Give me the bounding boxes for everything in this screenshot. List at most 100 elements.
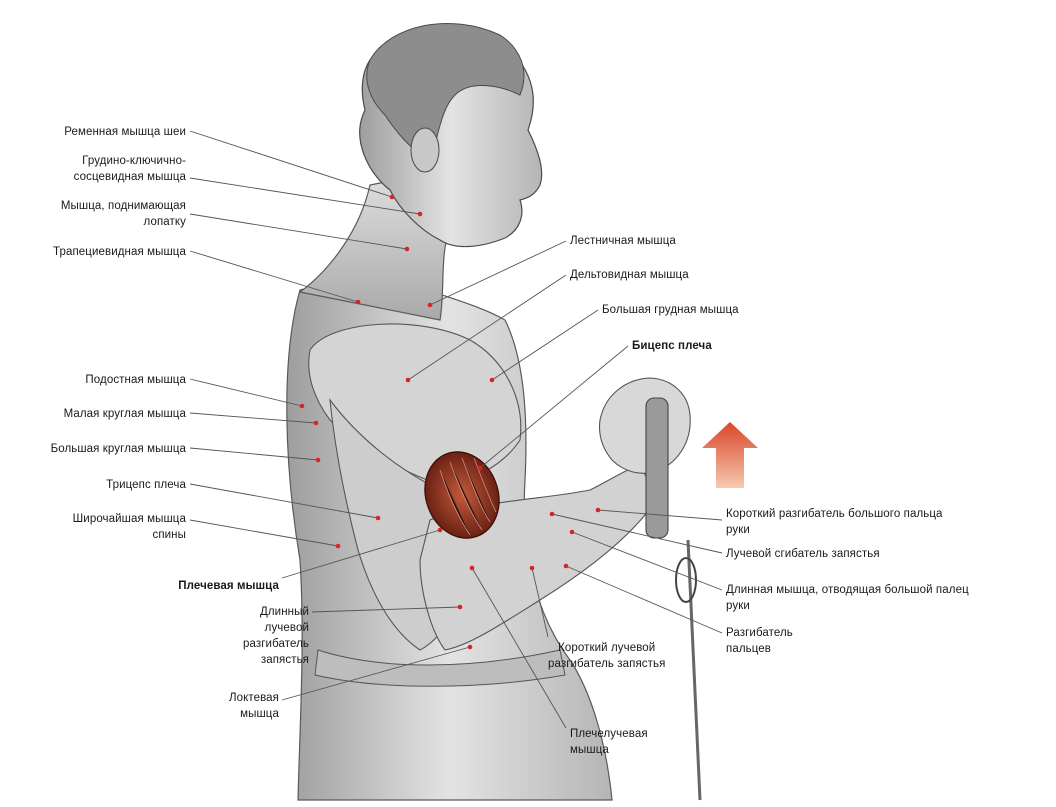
label-brachioradialis: Плечелучевая мышца — [570, 726, 648, 758]
label-deltoid: Дельтовидная мышца — [570, 267, 689, 283]
leader-line-ext-pollicis-brevis — [598, 510, 722, 520]
label-line: Плечелучевая — [570, 726, 648, 742]
marker-dot-levator-scapulae — [405, 247, 410, 252]
marker-dot-trapezius — [356, 300, 361, 305]
label-line: разгибатель — [243, 636, 309, 652]
label-sternocleidomastoid: Грудино-ключично- сосцевидная мышца — [74, 153, 186, 185]
label-ext-pollicis-brevis: Короткий разгибатель большого пальца рук… — [726, 506, 943, 538]
marker-dot-scalene — [428, 303, 433, 308]
marker-dot-pectoralis-major — [490, 378, 495, 383]
marker-dot-abductor-pollicis-longus — [570, 530, 575, 535]
label-line: Плечевая мышца — [178, 578, 279, 594]
label-line: Разгибатель — [726, 625, 793, 641]
label-line: Лестничная мышца — [570, 233, 676, 249]
label-line: Широчайшая мышца — [73, 511, 186, 527]
marker-dot-teres-major — [316, 458, 321, 463]
marker-dot-brachialis — [438, 528, 443, 533]
label-teres-major: Большая круглая мышца — [51, 441, 186, 457]
leader-line-trapezius — [190, 251, 358, 302]
marker-dot-ext-carpi-radialis-longus — [458, 605, 463, 610]
label-ext-digitorum: Разгибатель пальцев — [726, 625, 793, 657]
label-line: руки — [726, 522, 943, 538]
leader-line-anconeus — [282, 647, 470, 700]
leader-line-brachialis — [282, 530, 440, 578]
leader-line-ext-digitorum — [566, 566, 722, 633]
label-line: Лучевой сгибатель запястья — [726, 546, 880, 562]
label-line: Грудино-ключично- — [74, 153, 186, 169]
label-line: лопатку — [61, 214, 186, 230]
leader-line-teres-minor — [190, 413, 316, 423]
label-line: Бицепс плеча — [632, 338, 712, 354]
leader-line-flexor-carpi-radialis — [552, 514, 722, 553]
label-line: пальцев — [726, 641, 793, 657]
label-line: Большая грудная мышца — [602, 302, 739, 318]
label-line: Подостная мышца — [85, 372, 186, 388]
label-line: Малая круглая мышца — [64, 406, 186, 422]
leader-line-pectoralis-major — [492, 310, 598, 380]
label-line: мышца — [229, 706, 279, 722]
marker-dot-splenius — [390, 195, 395, 200]
label-line: Локтевая — [229, 690, 279, 706]
label-scalene: Лестничная мышца — [570, 233, 676, 249]
label-splenius: Ременная мышца шеи — [64, 124, 186, 140]
label-ext-carpi-radialis-longus: Длинный лучевой разгибатель запястья — [243, 604, 309, 668]
marker-dot-triceps — [376, 516, 381, 521]
label-line: Трапециевидная мышца — [53, 244, 186, 260]
label-line: Короткий лучевой — [548, 640, 665, 656]
label-line: спины — [73, 527, 186, 543]
leader-line-scalene — [430, 241, 566, 305]
label-line: мышца — [570, 742, 648, 758]
leader-line-ext-carpi-radialis-brevis — [532, 568, 548, 637]
label-biceps: Бицепс плеча — [632, 338, 712, 354]
label-line: Длинный — [243, 604, 309, 620]
label-infraspinatus: Подостная мышца — [85, 372, 186, 388]
label-line: Большая круглая мышца — [51, 441, 186, 457]
marker-dot-flexor-carpi-radialis — [550, 512, 555, 517]
marker-dot-anconeus — [468, 645, 473, 650]
label-latissimus: Широчайшая мышца спины — [73, 511, 186, 543]
label-line: Короткий разгибатель большого пальца — [726, 506, 943, 522]
label-flexor-carpi-radialis: Лучевой сгибатель запястья — [726, 546, 880, 562]
label-anconeus: Локтевая мышца — [229, 690, 279, 722]
leader-line-deltoid — [408, 275, 566, 380]
label-trapezius: Трапециевидная мышца — [53, 244, 186, 260]
leader-line-sternocleidomastoid — [190, 178, 420, 214]
leader-line-infraspinatus — [190, 379, 302, 406]
label-line: сосцевидная мышца — [74, 169, 186, 185]
label-line: Трицепс плеча — [106, 477, 186, 493]
marker-dot-infraspinatus — [300, 404, 305, 409]
marker-dot-biceps — [478, 466, 483, 471]
label-line: Ременная мышца шеи — [64, 124, 186, 140]
leader-line-abductor-pollicis-longus — [572, 532, 722, 590]
marker-dot-ext-digitorum — [564, 564, 569, 569]
label-ext-carpi-radialis-brevis: Короткий лучевой разгибатель запястья — [548, 640, 665, 672]
marker-dot-latissimus — [336, 544, 341, 549]
label-line: Мышца, поднимающая — [61, 198, 186, 214]
label-line: запястья — [243, 652, 309, 668]
label-line: Дельтовидная мышца — [570, 267, 689, 283]
label-line: Длинная мышца, отводящая большой палец — [726, 582, 969, 598]
marker-dot-teres-minor — [314, 421, 319, 426]
marker-dot-sternocleidomastoid — [418, 212, 423, 217]
leader-line-triceps — [190, 484, 378, 518]
label-triceps: Трицепс плеча — [106, 477, 186, 493]
marker-dot-deltoid — [406, 378, 411, 383]
leader-line-biceps — [480, 346, 628, 468]
label-levator-scapulae: Мышца, поднимающая лопатку — [61, 198, 186, 230]
marker-dot-ext-pollicis-brevis — [596, 508, 601, 513]
label-pectoralis-major: Большая грудная мышца — [602, 302, 739, 318]
label-line: лучевой — [243, 620, 309, 636]
leader-line-latissimus — [190, 520, 338, 546]
marker-dot-ext-carpi-radialis-brevis — [530, 566, 535, 571]
label-abductor-pollicis-longus: Длинная мышца, отводящая большой палец р… — [726, 582, 969, 614]
leader-line-splenius — [190, 131, 392, 197]
label-brachialis: Плечевая мышца — [178, 578, 279, 594]
label-teres-minor: Малая круглая мышца — [64, 406, 186, 422]
label-line: разгибатель запястья — [548, 656, 665, 672]
leader-line-ext-carpi-radialis-longus — [312, 607, 460, 612]
leader-line-teres-major — [190, 448, 318, 460]
label-line: руки — [726, 598, 969, 614]
leader-line-levator-scapulae — [190, 214, 407, 249]
